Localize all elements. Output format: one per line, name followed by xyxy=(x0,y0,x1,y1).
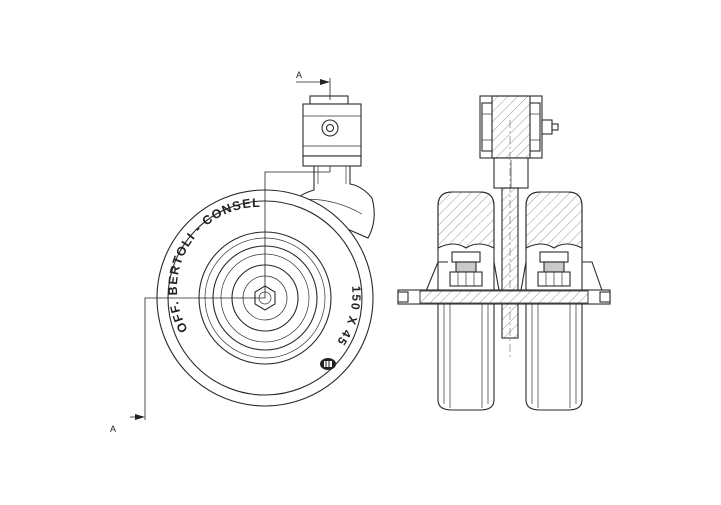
pin-hole xyxy=(321,119,339,137)
swivel-arm xyxy=(289,165,375,239)
side-view: OFF. BERTOLI - CONSELVE 150 X 45 A A xyxy=(0,0,375,434)
section-view xyxy=(397,95,611,411)
section-mount xyxy=(479,95,559,189)
wheel-side: OFF. BERTOLI - CONSELVE 150 X 45 xyxy=(0,0,374,407)
section-label-top: A xyxy=(296,70,302,80)
section-line xyxy=(130,78,331,420)
mounting-block xyxy=(302,95,362,167)
section-label-bottom: A xyxy=(110,424,116,434)
logo-mark xyxy=(320,358,336,370)
axle-plate xyxy=(397,289,611,305)
